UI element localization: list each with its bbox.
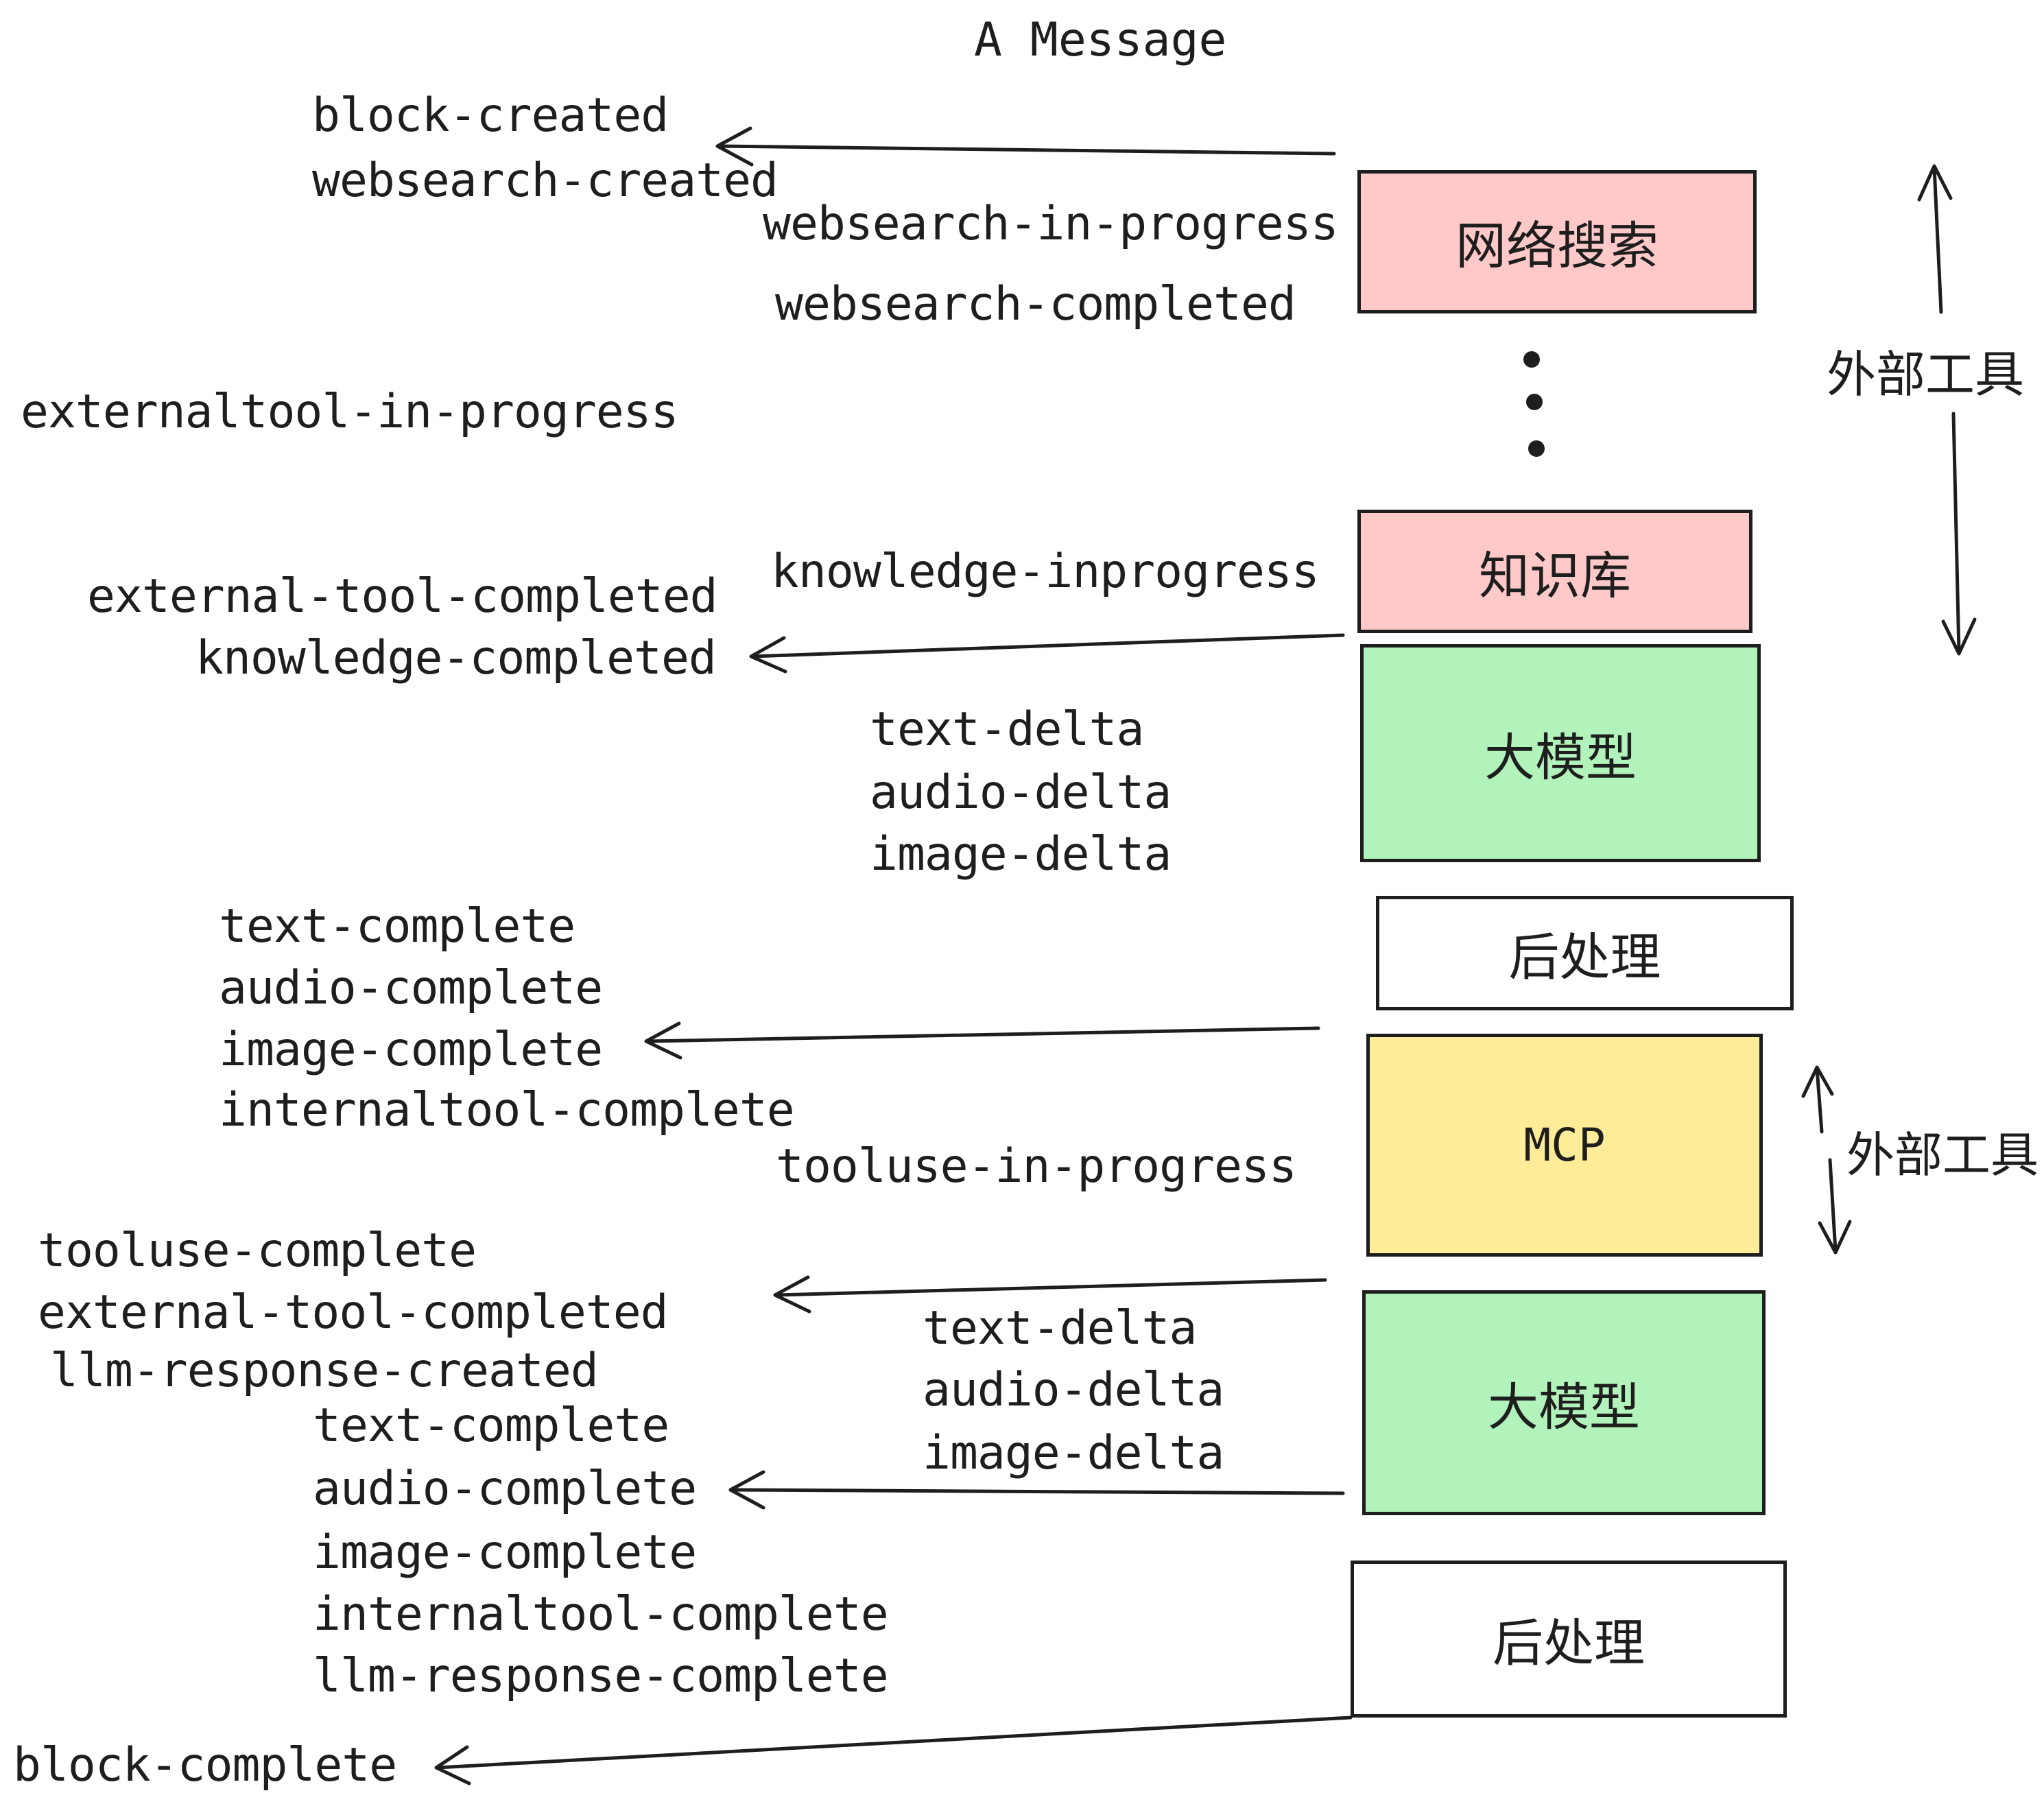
event-label-internaltool-complete-2: internaltool-complete	[313, 1587, 889, 1641]
event-label-text-complete-2: text-complete	[313, 1399, 669, 1453]
box-postprocess-bottom-label: 后处理	[1493, 1614, 1645, 1673]
external-tools-up-arrow-2	[1801, 1065, 1834, 1134]
box-knowledge-base-label: 知识库	[1479, 546, 1631, 606]
event-label-websearch-in-progress: websearch-in-progress	[763, 197, 1339, 251]
arrow-to-block-created	[715, 126, 1336, 167]
event-label-internaltool-complete: internaltool-complete	[219, 1083, 795, 1137]
box-mcp: MCP	[1366, 1034, 1763, 1257]
box-llm-bottom: 大模型	[1362, 1290, 1766, 1515]
box-websearch-label: 网络搜索	[1455, 217, 1659, 276]
external-tools-down-arrow-2	[1818, 1158, 1852, 1255]
external-tools-up-arrow	[1917, 164, 1953, 314]
event-label-text-delta: text-delta	[870, 702, 1144, 757]
event-label-image-complete-2: image-complete	[313, 1526, 697, 1580]
external-tools-down-arrow	[1941, 412, 1977, 656]
box-postprocess-top-label: 后处理	[1508, 928, 1661, 987]
event-label-llm-response-complete: llm-response-complete	[313, 1649, 889, 1703]
event-label-block-complete: block-complete	[13, 1738, 397, 1792]
event-label-websearch-completed: websearch-completed	[775, 277, 1296, 331]
event-label-external-tool-completed: external-tool-completed	[87, 569, 718, 624]
event-label-knowledge-inprogress: knowledge-inprogress	[771, 545, 1320, 599]
external-tools-label-mid: 外部工具	[1846, 1127, 2039, 1183]
box-knowledge-base: 知识库	[1357, 510, 1752, 633]
box-llm-top: 大模型	[1360, 644, 1761, 862]
event-label-block-created: block-created	[312, 88, 669, 143]
box-llm-bottom-label: 大模型	[1488, 1377, 1640, 1437]
event-label-knowledge-completed: knowledge-completed	[195, 631, 717, 685]
event-label-audio-delta-2: audio-delta	[923, 1363, 1224, 1417]
ellipsis-dots	[1523, 351, 1545, 457]
event-label-tooluse-in-progress: tooluse-in-progress	[776, 1139, 1297, 1194]
arrow-to-block-complete	[434, 1716, 1353, 1785]
event-label-text-delta-2: text-delta	[923, 1301, 1197, 1355]
box-websearch: 网络搜索	[1357, 170, 1757, 313]
diagram-title: A Message	[974, 13, 1227, 67]
event-label-websearch-created: websearch-created	[312, 154, 779, 208]
event-label-image-delta-2: image-delta	[923, 1426, 1224, 1480]
arrow-to-knowledge-completed	[749, 633, 1345, 674]
arrow-to-image-complete	[644, 1021, 1320, 1060]
event-label-externaltool-in-progress: externaltool-in-progress	[21, 385, 679, 439]
box-postprocess-top: 后处理	[1376, 896, 1794, 1010]
event-label-external-tool-completed-2: external-tool-completed	[38, 1285, 669, 1340]
event-label-image-complete: image-complete	[219, 1023, 603, 1077]
box-postprocess-bottom: 后处理	[1351, 1560, 1787, 1718]
box-mcp-label: MCP	[1523, 1119, 1606, 1172]
event-label-audio-complete: audio-complete	[219, 961, 603, 1015]
event-label-tooluse-complete: tooluse-complete	[38, 1224, 477, 1278]
event-label-llm-response-created: llm-response-created	[50, 1344, 599, 1398]
external-tools-label-top: 外部工具	[1827, 346, 2025, 403]
event-label-audio-delta: audio-delta	[870, 765, 1172, 820]
box-llm-top-label: 大模型	[1484, 728, 1637, 787]
event-label-image-delta: image-delta	[870, 827, 1172, 881]
event-label-audio-complete-2: audio-complete	[313, 1462, 697, 1516]
event-label-text-complete: text-complete	[219, 899, 575, 953]
